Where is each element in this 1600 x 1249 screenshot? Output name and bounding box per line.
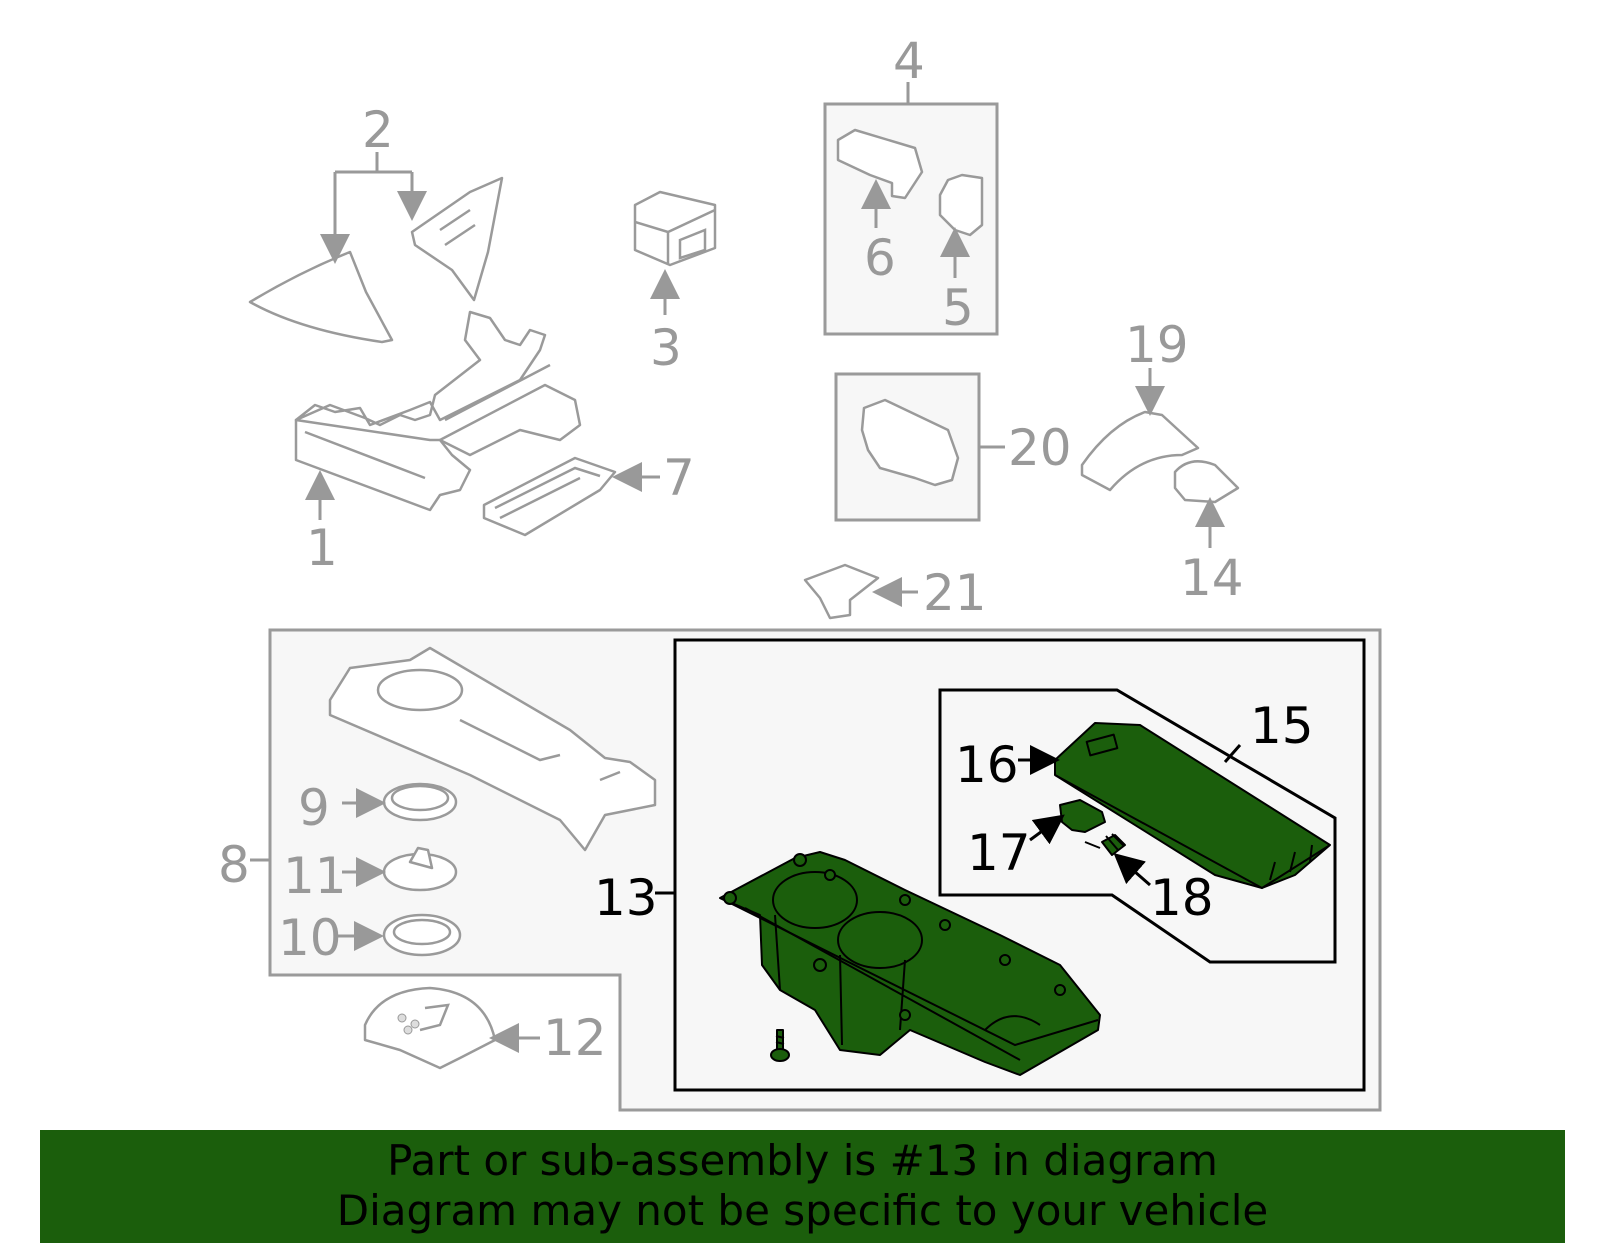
part-19-cover[interactable] [1080,410,1200,492]
part-14-cap[interactable] [1173,460,1240,504]
callout-3: 3 [650,319,682,377]
callout-11: 11 [283,847,347,905]
part-12-shift-plate[interactable] [363,986,497,1070]
part-18-spring[interactable] [1084,833,1126,856]
parts-diagram: 2 1 7 3 4 6 5 20 19 [218,32,1382,1112]
callout-19: 19 [1125,316,1189,374]
callout-16: 16 [955,736,1019,794]
callout-13: 13 [594,869,658,927]
callout-9: 9 [298,779,330,837]
callout-21: 21 [923,564,987,622]
callout-17: 17 [967,824,1031,882]
callout-14: 14 [1180,549,1244,607]
part-20-bezel[interactable] [860,398,960,487]
part-1-console-base[interactable] [294,310,582,512]
group-15-box [938,688,1337,964]
part-8-console-top[interactable] [328,646,657,852]
footer-banner: Part or sub-assembly is #13 in diagram D… [40,1130,1565,1243]
callout-6: 6 [864,229,896,287]
part-21-clip[interactable] [803,563,880,620]
callout-7: 7 [663,449,695,507]
callout-5: 5 [942,279,974,337]
callout-2-leader [320,152,427,264]
part-5-knob-cap[interactable] [938,173,984,237]
callout-4: 4 [893,32,925,90]
part-3-switch[interactable] [633,190,717,267]
part-10-ring[interactable] [382,913,462,957]
callout-20: 20 [1008,419,1072,477]
callout-2: 2 [362,101,394,159]
part-2-trim-panels[interactable] [248,176,504,344]
footer-line-2: Diagram may not be specific to your vehi… [336,1186,1269,1235]
callout-1: 1 [306,519,338,577]
part-13-cup-holder-housing[interactable] [719,851,1101,1076]
part-9-ring[interactable] [382,782,458,822]
callout-15: 15 [1250,697,1314,755]
callout-8: 8 [218,836,250,894]
part-6-knob[interactable] [836,128,924,200]
footer-line-1: Part or sub-assembly is #13 in diagram [387,1136,1218,1185]
part-11-insert[interactable] [382,846,458,892]
callout-12: 12 [543,1009,607,1067]
part-15-lid[interactable] [1054,722,1331,890]
callout-18: 18 [1150,869,1214,927]
part-13-screw[interactable] [770,1029,790,1062]
part-7-tray-insert[interactable] [482,456,617,537]
callout-10: 10 [278,909,342,967]
